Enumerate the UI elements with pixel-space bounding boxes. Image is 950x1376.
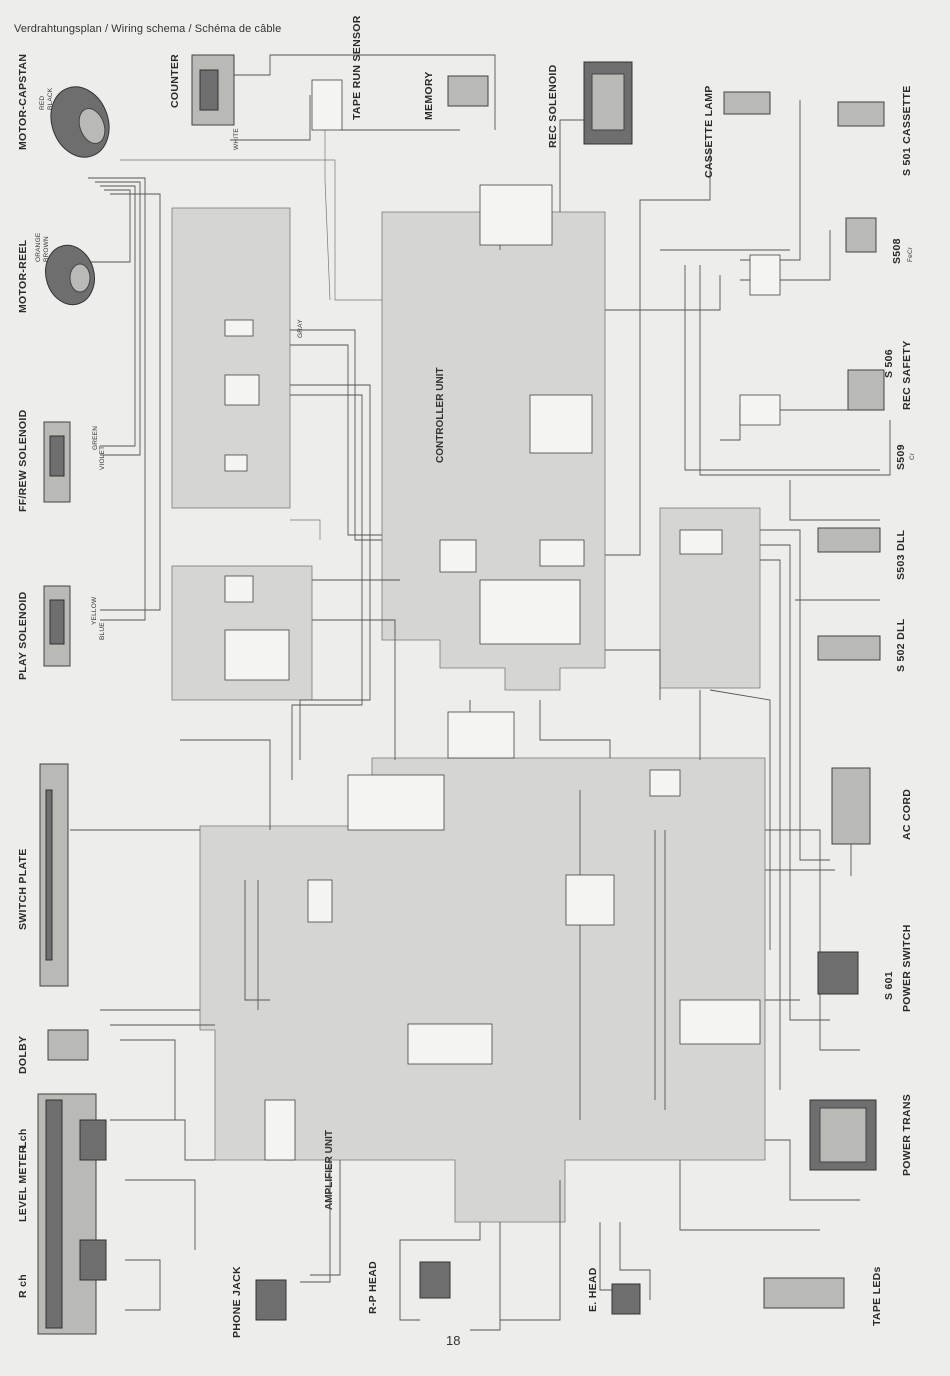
- s509-sub-label: Cr: [909, 452, 916, 460]
- e-head-label: E. HEAD: [587, 1267, 599, 1312]
- tape-leds: TAPE LEDs: [763, 1266, 883, 1326]
- tape-leds-label: TAPE LEDs: [871, 1266, 883, 1326]
- wire-label-white: WHITE: [233, 128, 240, 150]
- dolby-switch: DOLBY: [17, 1029, 89, 1074]
- power-switch-label: POWER SWITCH: [901, 924, 913, 1012]
- ac-cord-label: AC CORD: [901, 789, 913, 840]
- tape-run-sensor-label: TAPE RUN SENSOR: [351, 15, 363, 120]
- rec-solenoid-label: REC SOLENOID: [547, 64, 559, 148]
- cassette-lamp-label: CASSETTE LAMP: [703, 85, 715, 178]
- memory-label: MEMORY: [423, 71, 435, 120]
- memory-switch: MEMORY: [423, 71, 489, 120]
- wire-label-orange: ORANGE: [35, 232, 42, 262]
- wire-label-green: GREEN: [92, 426, 99, 450]
- switch-plate-label: SWITCH PLATE: [17, 848, 29, 930]
- power-transformer: POWER TRANS: [809, 1094, 913, 1176]
- wire-label-red: RED: [39, 96, 46, 110]
- s509-switch: S509 Cr: [895, 444, 916, 470]
- cassette-lamp: CASSETTE LAMP: [703, 85, 771, 178]
- amplifier-unit-board: AMPLIFIER UNIT: [199, 757, 766, 1223]
- s502-label: S 502 DLL: [895, 618, 907, 672]
- s503-dll-switch: S503 DLL: [817, 527, 907, 580]
- wire-label-violet: VIOLET: [99, 446, 106, 470]
- s502-dll-switch: S 502 DLL: [817, 618, 907, 672]
- s506-label: S 506: [883, 349, 895, 378]
- s501-cassette-switch: S 501 CASSETTE: [837, 85, 913, 176]
- play-solenoid: PLAY SOLENOID: [17, 585, 71, 680]
- rp-head-label: R-P HEAD: [367, 1261, 379, 1314]
- s503-label: S503 DLL: [895, 529, 907, 580]
- motor-capstan: MOTOR-CAPSTAN: [17, 54, 110, 158]
- power-trans-label: POWER TRANS: [901, 1094, 913, 1176]
- tape-run-sensor: TAPE RUN SENSOR: [311, 15, 363, 131]
- counter: COUNTER: [169, 54, 235, 126]
- wire-label-yellow: YELLOW: [91, 596, 98, 625]
- amplifier-unit-label: AMPLIFIER UNIT: [324, 1130, 335, 1210]
- motor-reel: MOTOR-REEL: [17, 239, 95, 313]
- s508-sub-label: FeCr: [907, 246, 914, 262]
- motor-capstan-label: MOTOR-CAPSTAN: [17, 54, 29, 150]
- s508-label: S508: [891, 238, 903, 264]
- phone-jack-label: PHONE JACK: [231, 1266, 243, 1338]
- s601-label: S 601: [883, 971, 895, 1000]
- dolby-label: DOLBY: [17, 1036, 29, 1074]
- level-meter: LEVEL METER Lch R ch: [17, 1093, 107, 1335]
- wire-label-blue: BLUE: [99, 622, 106, 640]
- wire-label-brown: BROWN: [43, 236, 50, 262]
- ac-cord: AC CORD: [831, 767, 913, 876]
- rec-solenoid: REC SOLENOID: [547, 61, 633, 148]
- rp-head: R-P HEAD: [367, 1261, 451, 1314]
- play-solenoid-label: PLAY SOLENOID: [17, 591, 29, 680]
- controller-unit-board: CONTROLLER UNIT: [381, 211, 606, 691]
- s508-switch: S508 FeCr: [845, 217, 914, 264]
- page-number: 18: [446, 1333, 461, 1348]
- s601-power-switch: S 601 POWER SWITCH: [817, 924, 913, 1012]
- controller-unit-label: CONTROLLER UNIT: [435, 367, 446, 463]
- phone-jack: PHONE JACK: [231, 1266, 287, 1338]
- ff-rew-solenoid-label: FF/REW SOLENOID: [17, 409, 29, 512]
- rch-label: R ch: [17, 1274, 29, 1298]
- page-title: Verdrahtungsplan / Wiring schema / Schém…: [14, 23, 282, 35]
- s509-label: S509: [895, 444, 907, 470]
- switch-plate: SWITCH PLATE: [17, 763, 69, 987]
- wire-label-gray: GRAY: [297, 319, 304, 338]
- erase-head: E. HEAD: [587, 1267, 641, 1315]
- level-meter-label: LEVEL METER: [17, 1145, 29, 1222]
- rec-safety-label: REC SAFETY: [901, 340, 913, 410]
- wire-label-black: BLACK: [47, 87, 54, 110]
- ff-rew-solenoid: FF/REW SOLENOID: [17, 409, 71, 512]
- lch-label: Lch: [17, 1128, 29, 1148]
- wire-labels: RED BLACK ORANGE BROWN GREEN VIOLET YELL…: [35, 87, 304, 640]
- counter-label: COUNTER: [169, 54, 181, 108]
- wiring-harness: [70, 54, 891, 1331]
- s501-label: S 501 CASSETTE: [901, 85, 913, 176]
- s506-rec-safety-switch: S 506 REC SAFETY: [847, 340, 913, 411]
- connector-blocks: [224, 184, 781, 1161]
- motor-reel-label: MOTOR-REEL: [17, 239, 29, 313]
